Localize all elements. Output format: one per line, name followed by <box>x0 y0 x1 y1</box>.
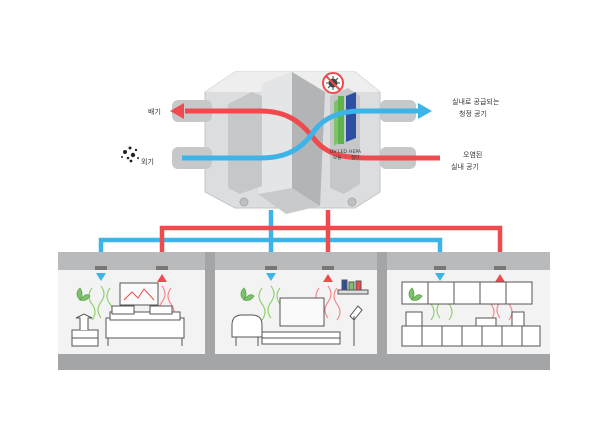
supply-flow <box>182 108 420 161</box>
living-room-furniture <box>231 279 369 346</box>
floor-lamp <box>349 305 363 321</box>
exhaust-flow <box>185 108 440 161</box>
ceiling-band <box>58 252 550 270</box>
armchair <box>231 314 263 338</box>
floor-band <box>58 354 550 370</box>
supply-clean-label-2: 청정 공기 <box>459 109 487 118</box>
kitchen-furniture <box>401 281 541 347</box>
ventilation-unit <box>172 71 416 214</box>
exhaust-arrow <box>170 103 184 119</box>
dust-particles-icon <box>121 146 139 163</box>
wall-1 <box>205 252 215 370</box>
tv <box>279 297 325 327</box>
supply-arrows <box>96 273 445 281</box>
supply-arrow <box>418 103 432 119</box>
stove-pot <box>475 317 497 327</box>
exhaust-label: 배기 <box>148 107 161 116</box>
wall-2 <box>377 252 387 370</box>
hepa-label-2: 필터 <box>351 154 359 161</box>
wall-painting <box>119 282 159 306</box>
exhaust-arrows <box>157 274 505 282</box>
kettle <box>511 311 525 327</box>
plants <box>76 287 423 301</box>
uv-led-label-2: 모듈 <box>333 155 341 161</box>
airflow-lines <box>170 103 440 161</box>
lamp <box>75 313 93 330</box>
microwave <box>405 311 423 327</box>
hepa-label-1: HEPA <box>349 149 362 155</box>
bedroom-furniture <box>71 282 185 347</box>
upper-cabinets <box>401 281 533 305</box>
polluted-label-2: 실내 공기 <box>451 162 479 171</box>
no-virus-icon <box>322 72 344 94</box>
polluted-label-1: 오염된 <box>463 151 482 159</box>
hepa-filter <box>346 92 356 142</box>
diffusers <box>95 266 506 270</box>
supply-clean-label-1: 실내로 공급되는 <box>452 97 500 106</box>
wall-shelf <box>337 289 369 295</box>
outdoor-air-label: 외기 <box>141 157 154 166</box>
lower-cabinets <box>401 325 541 347</box>
bed <box>105 317 185 339</box>
uv-led-label-1: UV LED <box>330 149 347 155</box>
